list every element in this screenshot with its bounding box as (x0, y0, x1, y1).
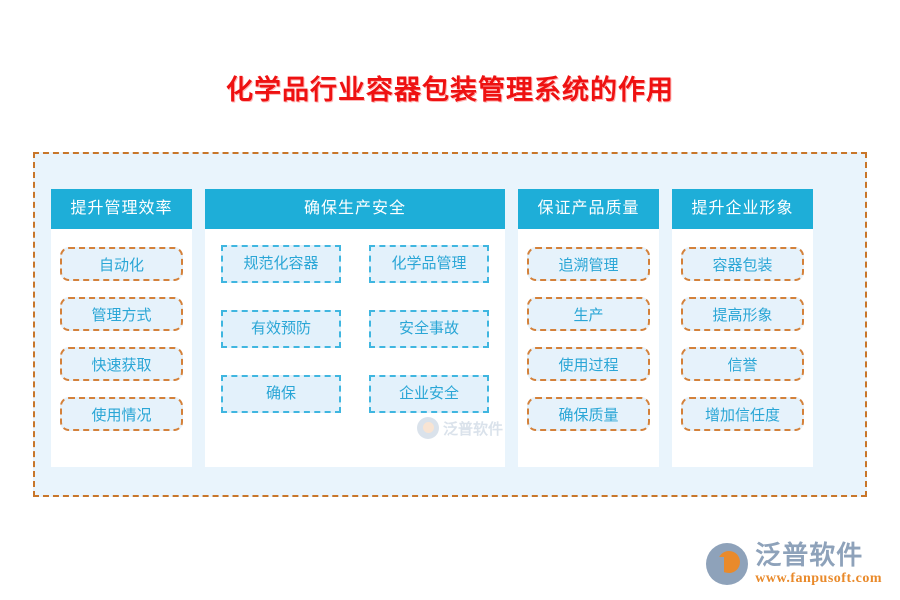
list-item[interactable]: 确保质量 (527, 397, 650, 431)
brand-logo: 泛普软件 www.fanpusoft.com (706, 542, 882, 586)
column-header: 确保生产安全 (205, 189, 505, 229)
list-item[interactable]: 确保 (221, 375, 341, 413)
column-header: 提升管理效率 (51, 189, 192, 229)
column-body: 规范化容器 化学品管理 有效预防 安全事故 确保 企业安全 (205, 229, 505, 467)
brand-text: 泛普软件 www.fanpusoft.com (755, 542, 882, 586)
columns-container: 提升管理效率 自动化 管理方式 快速获取 使用情况 确保生产安全 规范化容器 化… (51, 189, 849, 467)
column-header: 提升企业形象 (672, 189, 813, 229)
list-item[interactable]: 容器包装 (681, 247, 804, 281)
list-item[interactable]: 规范化容器 (221, 245, 341, 283)
list-item[interactable]: 生产 (527, 297, 650, 331)
column-body: 追溯管理 生产 使用过程 确保质量 (518, 229, 659, 467)
list-item[interactable]: 有效预防 (221, 310, 341, 348)
column-ensure-production-safety: 确保生产安全 规范化容器 化学品管理 有效预防 安全事故 确保 企业安全 (205, 189, 505, 467)
list-item[interactable]: 提高形象 (681, 297, 804, 331)
list-item[interactable]: 化学品管理 (369, 245, 489, 283)
list-item[interactable]: 企业安全 (369, 375, 489, 413)
page-title: 化学品行业容器包装管理系统的作用 (226, 75, 674, 105)
column-improve-management-efficiency: 提升管理效率 自动化 管理方式 快速获取 使用情况 (51, 189, 192, 467)
list-item[interactable]: 安全事故 (369, 310, 489, 348)
fanpu-logo-icon (706, 543, 749, 585)
column-body: 容器包装 提高形象 信誉 增加信任度 (672, 229, 813, 467)
list-item[interactable]: 增加信任度 (681, 397, 804, 431)
list-item[interactable]: 追溯管理 (527, 247, 650, 281)
column-enhance-corporate-image: 提升企业形象 容器包装 提高形象 信誉 增加信任度 (672, 189, 813, 467)
list-item[interactable]: 管理方式 (60, 297, 183, 331)
list-item[interactable]: 使用情况 (60, 397, 183, 431)
list-item[interactable]: 自动化 (60, 247, 183, 281)
list-item[interactable]: 信誉 (681, 347, 804, 381)
list-item[interactable]: 快速获取 (60, 347, 183, 381)
column-body: 自动化 管理方式 快速获取 使用情况 (51, 229, 192, 467)
brand-name: 泛普软件 (755, 540, 864, 570)
brand-url: www.fanpusoft.com (755, 571, 882, 586)
list-item[interactable]: 使用过程 (527, 347, 650, 381)
column-header: 保证产品质量 (518, 189, 659, 229)
column-guarantee-product-quality: 保证产品质量 追溯管理 生产 使用过程 确保质量 (518, 189, 659, 467)
